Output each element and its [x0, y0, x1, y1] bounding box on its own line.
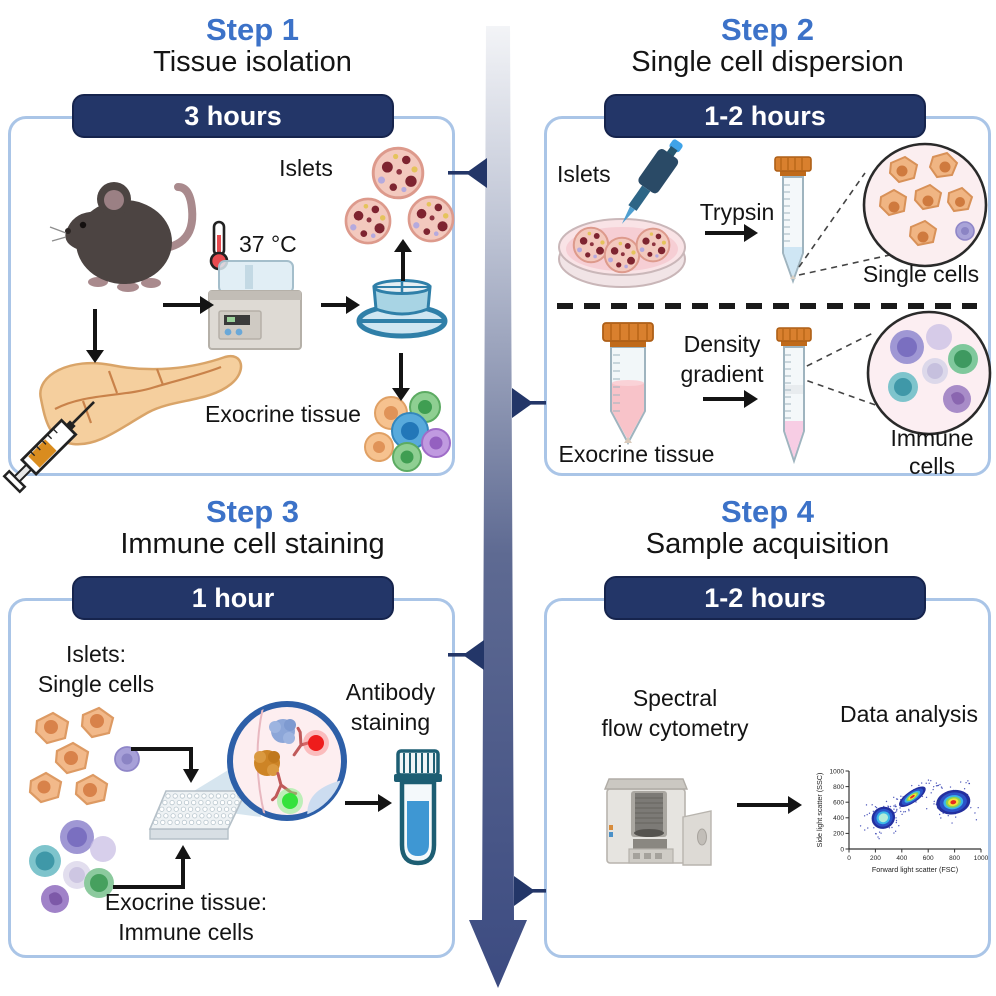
exocrine-immune-label-line1: Exocrine tissue: [104, 889, 268, 915]
immune-cells-label-line2: cells [908, 453, 955, 479]
antibody-staining-label-line1: Antibody [345, 679, 436, 705]
pipette-icon [621, 139, 683, 224]
dashed-divider [557, 303, 977, 309]
islet-single-cells-icon [28, 706, 140, 806]
data-analysis-label: Data analysis [839, 701, 979, 727]
immune-cells-magnifier-icon [866, 310, 992, 436]
step2-panel: Islets Trypsin [544, 116, 992, 479]
arrow-strainer-to-islets [394, 239, 412, 281]
population-mid-scatter [887, 779, 941, 814]
facs-tube-icon [394, 749, 442, 866]
conical-tube-gradient-icon [776, 327, 812, 465]
arrow-trypsin [705, 224, 758, 242]
population-low-scatter [859, 800, 903, 840]
step3-panel: Islets: Single cells [8, 598, 455, 958]
exocrine-tissue-label: Exocrine tissue [205, 401, 361, 427]
svg-text:400: 400 [896, 855, 907, 862]
svg-text:1000: 1000 [830, 768, 845, 775]
step4-duration-badge: 1-2 hours [604, 576, 926, 620]
conical-tube-islets-icon [774, 156, 812, 284]
svg-text:200: 200 [870, 855, 881, 862]
exocrine-cell-cluster-icon [364, 391, 451, 472]
connector-step4-arrowhead [514, 876, 535, 906]
svg-text:800: 800 [833, 784, 844, 791]
single-cells-magnifier-icon [862, 142, 988, 268]
islets-label: Islets [279, 155, 333, 181]
step1-label: Step 1 [205, 12, 300, 47]
antibody-staining-magnifier-icon [227, 701, 347, 821]
arrow-to-facs-tube [345, 794, 392, 812]
pancreas-icon [2, 354, 243, 494]
svg-text:1000: 1000 [974, 855, 989, 862]
svg-text:200: 200 [833, 831, 844, 838]
islets-single-cells-label-line1: Islets: [65, 641, 127, 667]
step4-panel: Spectral flow cytometry Data analysis 0 2… [544, 598, 991, 958]
arrow-cells-to-plate [131, 747, 199, 783]
svg-text:400: 400 [833, 815, 844, 822]
connector-step2-arrowhead [512, 388, 533, 418]
step4-label: Step 4 [720, 494, 815, 529]
magnifier-links [796, 172, 900, 408]
exocrine-immune-label-line2: Immune cells [118, 919, 254, 945]
temperature-label: 37 °C [239, 231, 297, 257]
step2-label: Step 2 [720, 12, 815, 47]
step1-title: Tissue isolation [153, 46, 352, 78]
timeline-arrow-body [469, 26, 527, 988]
conical-tube-exocrine-icon [602, 322, 654, 446]
antibody-staining-label-line2: staining [350, 709, 431, 735]
arrow-immune-to-plate [113, 845, 191, 889]
step3-duration-badge: 1 hour [72, 576, 394, 620]
step1-duration-badge: 3 hours [72, 94, 394, 138]
step4-title: Sample acquisition [645, 528, 890, 560]
petri-dish-icon [558, 218, 686, 288]
step3-label: Step 3 [205, 494, 300, 529]
arrow-cytometer-to-plot [737, 796, 802, 814]
single-cells-label: Single cells [862, 261, 980, 287]
flow-cytometer-icon [603, 778, 712, 866]
spectral-flow-label-line2: flow cytometry [601, 715, 749, 741]
svg-text:0: 0 [840, 846, 844, 853]
density-gradient-label-line2: gradient [680, 361, 764, 387]
step1-panel: 37 °C Islets Exo [2, 116, 455, 494]
scatter-plot: 0 200 400 600 800 1000 0 200 400 600 800 1000Forwar… [815, 768, 989, 874]
spectral-flow-label-line1: Spectral [632, 685, 718, 711]
step2-duration-badge: 1-2 hours [604, 94, 926, 138]
svg-text:600: 600 [923, 855, 934, 862]
water-bath-icon [208, 260, 302, 350]
connector-step1-arrowhead [466, 158, 487, 188]
arrow-bath-to-strainer [321, 296, 360, 314]
islets-single-cells-label-line2: Single cells [37, 671, 155, 697]
islets-label-step2: Islets [557, 161, 611, 187]
arrow-strainer-to-exocrine [392, 353, 410, 401]
step2-title: Single cell dispersion [631, 46, 904, 78]
svg-text:800: 800 [949, 855, 960, 862]
immune-cells-cluster-icon [29, 820, 116, 913]
connector-step3-arrowhead [463, 640, 484, 670]
well-plate-icon [148, 790, 248, 840]
svg-text:Forward light scatter (FSC): Forward light scatter (FSC) [872, 865, 958, 874]
step3-title: Immune cell staining [120, 528, 385, 560]
svg-text:Side light scatter (SSC): Side light scatter (SSC) [815, 773, 824, 848]
svg-text:0: 0 [847, 855, 851, 862]
mouse-icon [49, 182, 197, 292]
cell-strainer-icon [356, 279, 448, 339]
trypsin-label: Trypsin [699, 199, 775, 225]
immune-cells-label-line1: Immune [890, 425, 974, 451]
arrow-pancreas-to-bath [163, 296, 214, 314]
arrow-down-mouse-to-pancreas [86, 309, 104, 363]
svg-text:600: 600 [833, 800, 844, 807]
population-high-scatter [926, 780, 979, 824]
exocrine-tissue-label-step2: Exocrine tissue [558, 441, 715, 467]
arrow-density-gradient [703, 390, 758, 408]
syringe-icon [2, 401, 95, 494]
density-gradient-label-line1: Density [683, 331, 761, 357]
